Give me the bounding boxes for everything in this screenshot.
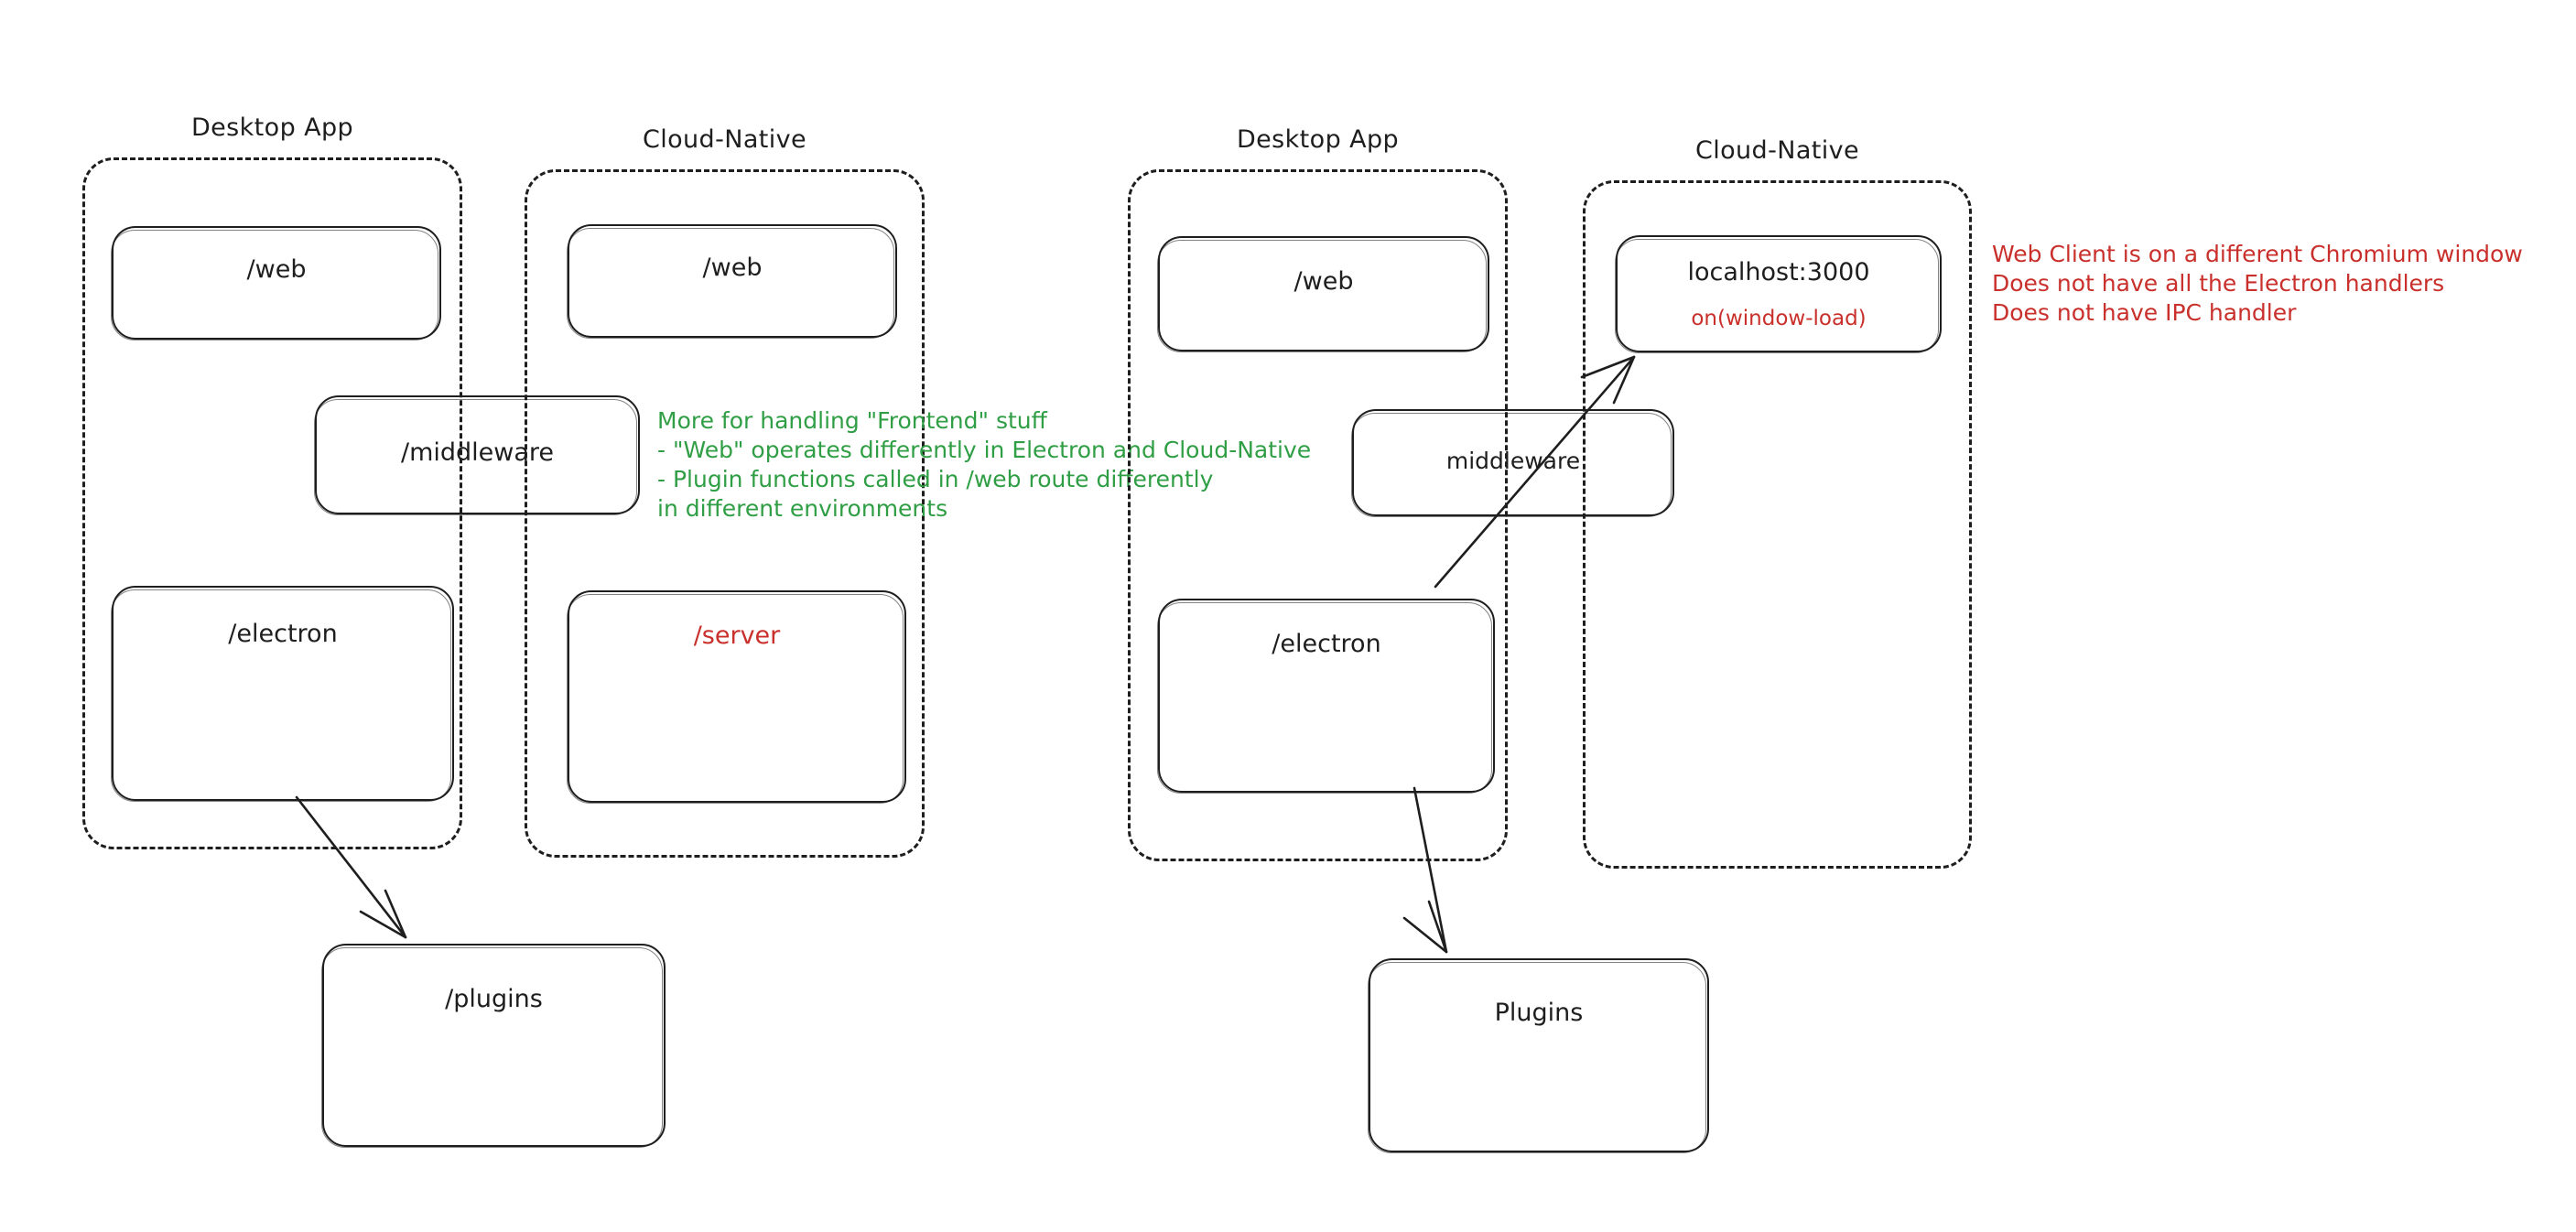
node-label: localhost:3000 xyxy=(1687,258,1870,286)
node-right-electron[interactable]: /electron xyxy=(1157,599,1495,794)
node-left-plugins[interactable]: /plugins xyxy=(321,944,666,1148)
node-label: /plugins xyxy=(445,985,543,1013)
node-label: /electron xyxy=(1272,630,1381,658)
node-label: /web xyxy=(702,254,763,282)
group-left-desktop-app: Desktop App xyxy=(82,113,462,849)
node-left-electron[interactable]: /electron xyxy=(111,586,454,802)
annotation-frontend-note: More for handling "Frontend" stuff - "We… xyxy=(657,407,1312,522)
group-label-right-desktop-app: Desktop App xyxy=(1236,125,1400,154)
node-left-server[interactable]: /server xyxy=(567,590,906,804)
group-label-left-desktop-app: Desktop App xyxy=(190,113,354,142)
node-right-plugins[interactable]: Plugins xyxy=(1368,958,1709,1153)
node-label: Plugins xyxy=(1494,999,1584,1027)
node-left-desktop-web[interactable]: /web xyxy=(111,226,441,340)
group-label-left-cloud-native: Cloud-Native xyxy=(642,125,807,154)
group-frame xyxy=(82,157,462,849)
node-left-middleware[interactable]: /middleware xyxy=(314,395,640,515)
node-right-middleware[interactable]: middleware xyxy=(1351,409,1674,517)
node-label: /web xyxy=(1293,267,1354,296)
node-label: middleware xyxy=(1445,448,1581,474)
annotation-web-client-note: Web Client is on a different Chromium wi… xyxy=(1992,241,2523,326)
node-label: /middleware xyxy=(400,438,555,467)
node-sublabel: on(window-load) xyxy=(1691,307,1867,330)
node-right-localhost[interactable]: localhost:3000 on(window-load) xyxy=(1615,235,1942,353)
group-label-right-cloud-native: Cloud-Native xyxy=(1694,136,1860,165)
node-label: /electron xyxy=(228,620,338,648)
node-label: /web xyxy=(246,255,307,284)
node-right-desktop-web[interactable]: /web xyxy=(1157,236,1489,352)
node-label: /server xyxy=(693,621,781,650)
node-left-cloud-web[interactable]: /web xyxy=(567,224,897,339)
